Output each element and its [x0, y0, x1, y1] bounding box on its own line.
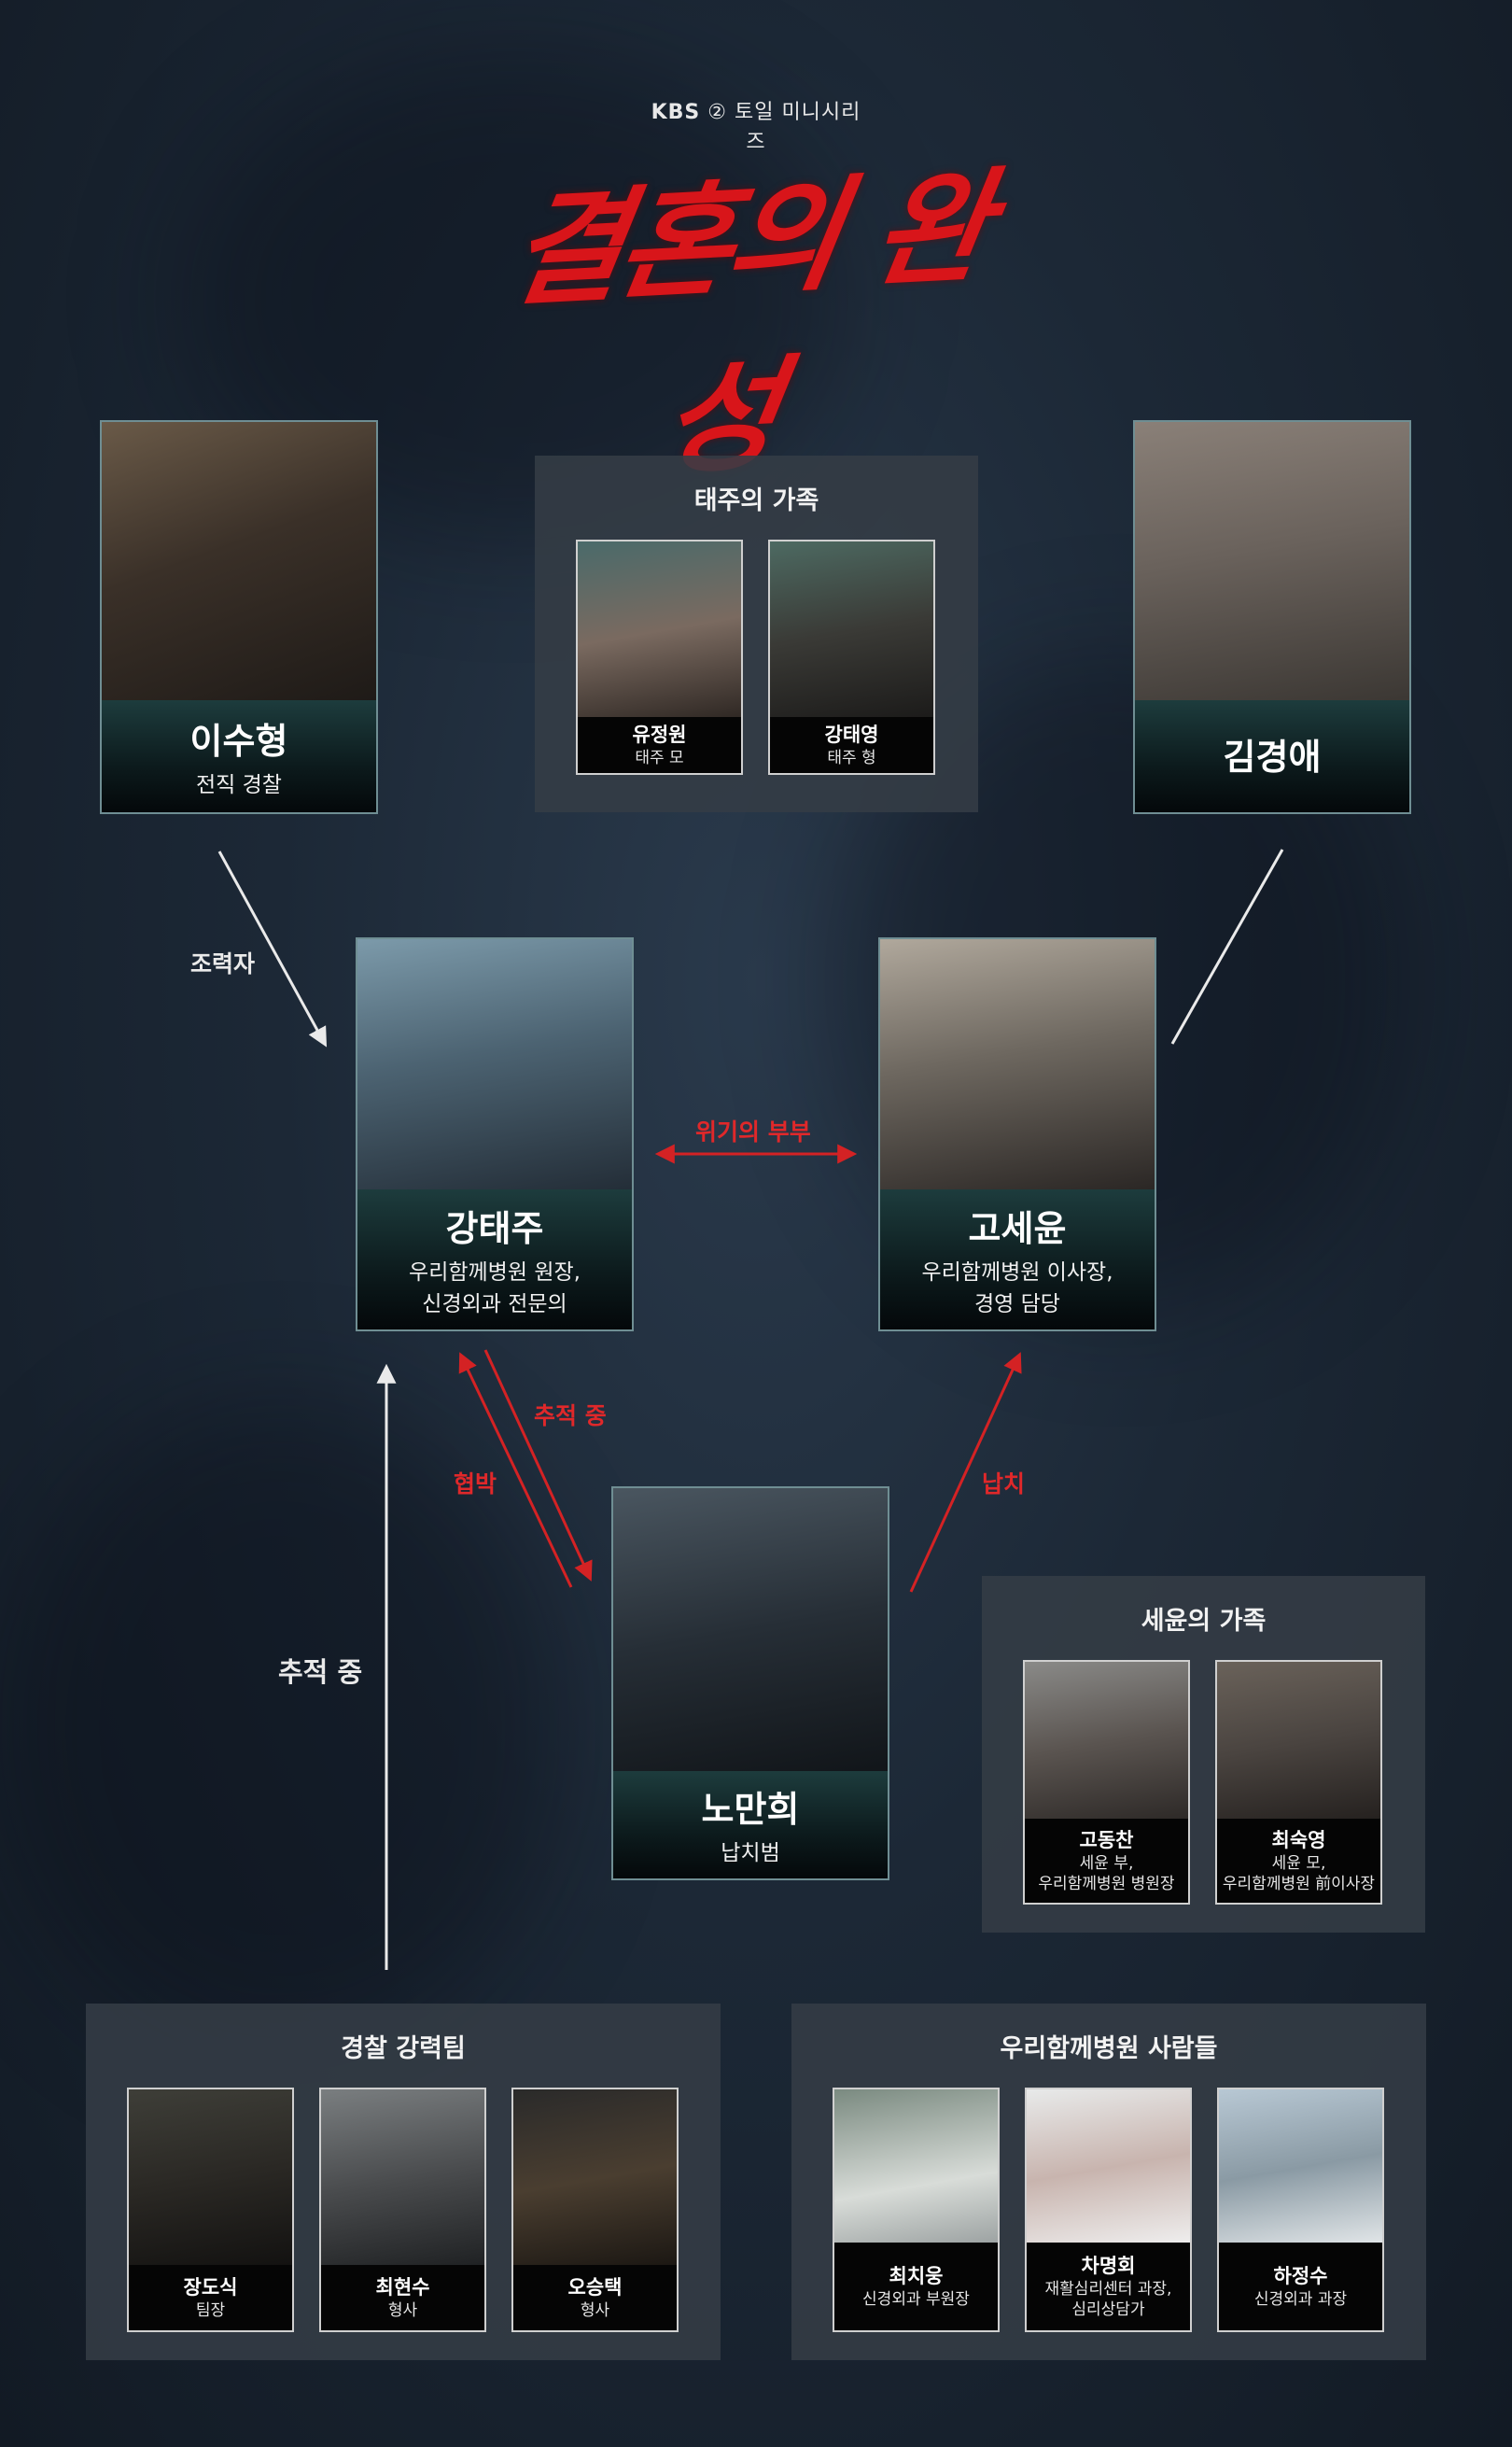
member-role-line-2: 우리함께병원 前이사장: [1222, 1875, 1376, 1893]
member-card: 차명회 재활심리센터 과장, 심리상담가: [1025, 2088, 1192, 2332]
character-name: 고세윤: [968, 1207, 1067, 1249]
arrow-threat: [458, 1352, 573, 1588]
member-role: 신경외과 과장: [1253, 2290, 1348, 2309]
member-role-line-1: 재활심리센터 과장,: [1044, 2280, 1172, 2299]
member-name: 고동찬: [1079, 1829, 1134, 1851]
portrait-photo: [613, 1488, 888, 1773]
character-name: 이수형: [189, 720, 288, 762]
portrait-photo: [1027, 2089, 1190, 2246]
member-card: 유정원 태주 모: [576, 540, 743, 775]
portrait-photo: [834, 2089, 998, 2246]
group-taeju-family: 태주의 가족 유정원 태주 모 강태영 태주 형: [535, 456, 978, 812]
member-role: 태주 형: [827, 749, 876, 767]
character-card-lee-suhyung: 이수형 전직 경찰: [100, 420, 378, 814]
label-helper: 조력자: [190, 950, 256, 977]
member-role: 형사: [387, 2301, 418, 2320]
character-role: 전직 경찰: [196, 772, 282, 797]
member-role-line-1: 세윤 모,: [1271, 1854, 1326, 1873]
portrait-photo: [357, 939, 632, 1191]
member-name: 오승택: [567, 2276, 623, 2299]
member-name: 최치웅: [889, 2265, 944, 2287]
arrow-chasing-down: [483, 1349, 593, 1582]
member-role: 태주 모: [635, 749, 684, 767]
network-program-slot: ② 토일 미니시리즈: [707, 101, 861, 154]
member-name: 유정원: [632, 724, 687, 746]
arrow-kidnap: [909, 1352, 1022, 1593]
character-name: 김경애: [1223, 736, 1322, 778]
character-card-no-manhui: 노만희 납치범: [611, 1486, 889, 1880]
character-name: 강태주: [445, 1207, 544, 1249]
member-role: 팀장: [195, 2301, 226, 2320]
label-kidnap: 납치: [982, 1470, 1026, 1498]
label-chasing-red: 추적 중: [534, 1402, 607, 1429]
character-role-line-1: 우리함께병원 원장,: [409, 1259, 581, 1285]
member-name: 최숙영: [1271, 1829, 1326, 1851]
member-card: 최현수 형사: [319, 2088, 486, 2332]
network-name: KBS: [651, 101, 701, 124]
portrait-photo: [1025, 1662, 1188, 1822]
portrait-photo: [1217, 1662, 1380, 1822]
arrow-helper: [217, 851, 328, 1048]
member-card: 최치웅 신경외과 부원장: [833, 2088, 1000, 2332]
member-card: 장도식 팀장: [127, 2088, 294, 2332]
broadcaster-logo: KBS ② 토일 미니시리즈: [644, 95, 868, 155]
member-card: 오승택 형사: [511, 2088, 679, 2332]
portrait-photo: [1219, 2089, 1382, 2246]
member-role: 형사: [580, 2301, 610, 2320]
line-kim-to-go: [1170, 849, 1284, 1045]
label-crisis-couple: 위기의 부부: [695, 1118, 811, 1146]
member-card: 고동찬 세윤 부, 우리함께병원 병원장: [1023, 1660, 1190, 1905]
portrait-photo: [129, 2089, 292, 2269]
group-seyun-family: 세윤의 가족 고동찬 세윤 부, 우리함께병원 병원장 최숙영 세윤 모, 우리…: [982, 1576, 1425, 1933]
member-card: 최숙영 세윤 모, 우리함께병원 前이사장: [1215, 1660, 1382, 1905]
member-card: 강태영 태주 형: [768, 540, 935, 775]
group-title: 세윤의 가족: [1141, 1607, 1267, 1636]
character-role-line-2: 경영 담당: [974, 1291, 1060, 1316]
portrait-photo: [770, 541, 933, 721]
member-role-line-2: 우리함께병원 병원장: [1038, 1875, 1175, 1893]
member-name: 강태영: [824, 724, 879, 746]
portrait-photo: [578, 541, 741, 721]
member-name: 장도식: [183, 2276, 238, 2299]
character-card-go-seyun: 고세윤 우리함께병원 이사장, 경영 담당: [878, 937, 1156, 1331]
group-hospital-people: 우리함께병원 사람들 최치웅 신경외과 부원장 차명회 재활심리센터 과장, 심…: [791, 2004, 1426, 2360]
portrait-photo: [102, 422, 376, 702]
portrait-photo: [321, 2089, 484, 2269]
portrait-photo: [1135, 422, 1409, 702]
member-role: 신경외과 부원장: [862, 2290, 970, 2309]
group-title: 태주의 가족: [693, 486, 819, 515]
member-name: 하정수: [1273, 2265, 1328, 2287]
portrait-photo: [880, 939, 1155, 1191]
label-chasing-white: 추적 중: [278, 1656, 363, 1688]
portrait-photo: [513, 2089, 677, 2269]
character-card-kang-taeju: 강태주 우리함께병원 원장, 신경외과 전문의: [356, 937, 634, 1331]
member-name: 최현수: [375, 2276, 430, 2299]
member-card: 하정수 신경외과 과장: [1217, 2088, 1384, 2332]
member-role-line-1: 세윤 부,: [1079, 1854, 1134, 1873]
character-role: 납치범: [721, 1841, 780, 1865]
group-police-team: 경찰 강력팀 장도식 팀장 최현수 형사 오승택 형사: [86, 2004, 721, 2360]
member-role-line-2: 심리상담가: [1071, 2300, 1145, 2319]
label-threat: 협박: [454, 1470, 497, 1498]
group-title: 경찰 강력팀: [341, 2034, 466, 2063]
group-title: 우리함께병원 사람들: [1000, 2034, 1218, 2063]
character-role-line-2: 신경외과 전문의: [422, 1291, 567, 1316]
character-role-line-1: 우리함께병원 이사장,: [921, 1259, 1113, 1285]
character-card-kim-gyeongae: 김경애: [1133, 420, 1411, 814]
character-name: 노만희: [701, 1789, 800, 1830]
member-name: 차명회: [1081, 2255, 1136, 2277]
